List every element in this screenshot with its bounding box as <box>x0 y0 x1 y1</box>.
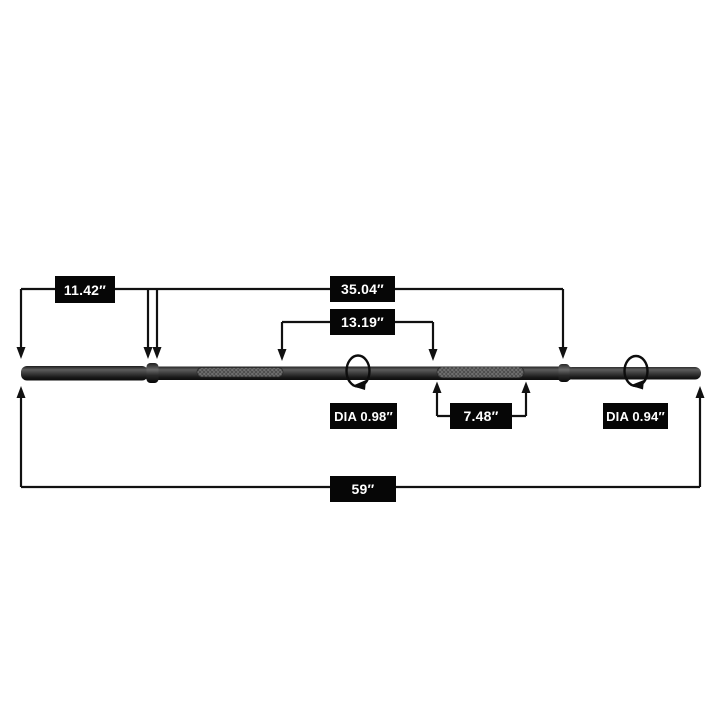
barbell <box>21 363 701 383</box>
arrow-up-icon <box>521 381 531 393</box>
dim-label-sleeve-diameter: DIA 0.94″ <box>603 403 668 429</box>
arrow-down-icon <box>277 349 287 361</box>
barbell-center-knurl <box>436 366 525 379</box>
barbell-left-knurl <box>196 367 284 378</box>
dimension-arrowheads <box>16 347 705 398</box>
dim-label-left-smooth-span: 13.19″ <box>330 309 395 335</box>
arrow-down-icon <box>428 349 438 361</box>
barbell-left-sleeve <box>21 366 148 381</box>
dim-label-total-length: 59″ <box>330 476 396 502</box>
arrow-up-icon <box>432 381 442 393</box>
arrow-down-icon <box>143 347 153 359</box>
dim-label-shaft-diameter: DIA 0.98″ <box>330 403 397 429</box>
barbell-right-collar <box>558 364 570 382</box>
rotation-arrow-right-icon <box>623 354 649 390</box>
dim-label-collar-to-collar: 35.04″ <box>330 276 395 302</box>
rotation-arrow-left-icon <box>345 354 371 390</box>
barbell-left-collar <box>146 363 159 383</box>
arrow-down-icon <box>16 347 26 359</box>
arrow-up-icon <box>16 386 26 398</box>
arrow-down-icon <box>558 347 568 359</box>
dim-label-center-knurl-length: 7.48″ <box>450 403 512 429</box>
arrow-down-icon <box>152 347 162 359</box>
arrow-up-icon <box>695 386 705 398</box>
dim-label-left-sleeve-length: 11.42″ <box>55 276 115 303</box>
barbell-right-sleeve <box>566 367 701 380</box>
